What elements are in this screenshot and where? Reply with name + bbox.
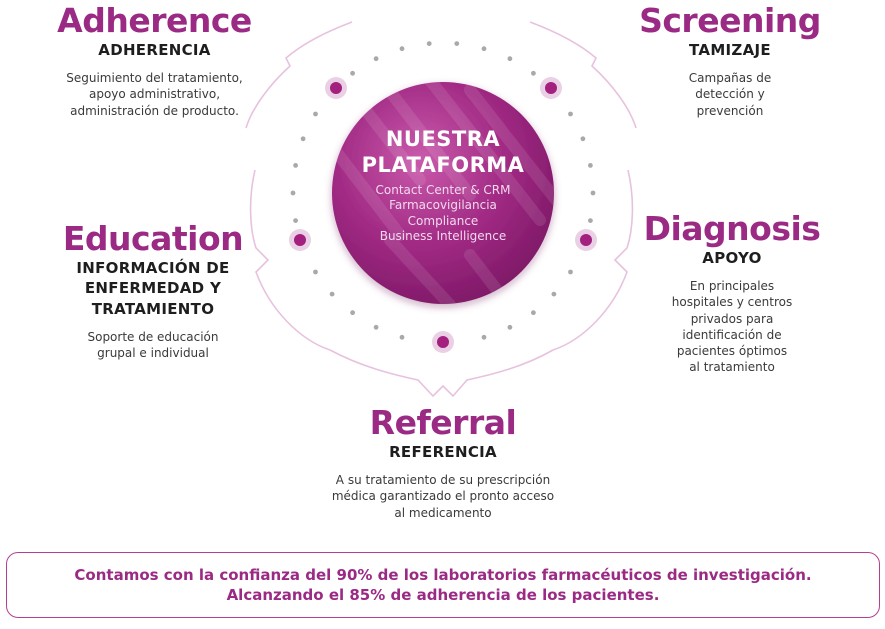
referral-subtitle: REFERENCIA [389, 443, 497, 461]
node-screening-icon [540, 77, 562, 99]
platform-item: Compliance [407, 213, 479, 228]
ring-dot [329, 291, 335, 297]
ring-dot [300, 136, 306, 142]
ring-dot [313, 111, 318, 117]
adherence-desc-line: administración de producto. [70, 103, 239, 118]
platform-item: Contact Center & CRM [375, 182, 511, 197]
ring-dot [531, 70, 536, 76]
node-diagnosis-icon [575, 229, 597, 251]
ring-dot [293, 163, 298, 168]
section-referral: Referral REFERENCIA A su tratamiento de … [303, 406, 583, 521]
platform-item: Business Intelligence [379, 229, 507, 244]
screening-desc-line: Campañas de [688, 71, 772, 86]
ring-dot [313, 269, 318, 275]
adherence-desc-line: Seguimiento del tratamiento, [66, 71, 243, 86]
diagnosis-desc-line: identificación de [682, 327, 782, 342]
ring-dot [551, 291, 557, 297]
ring-dot [373, 324, 379, 330]
referral-desc-line: A su tratamiento de su prescripción [335, 473, 551, 488]
platform-title-line2: PLATAFORMA [361, 153, 525, 178]
node-referral-icon [432, 331, 454, 353]
ring-dot [481, 46, 487, 52]
ring-dot [426, 41, 432, 46]
section-screening: Screening TAMIZAJE Campañas de detección… [625, 4, 835, 119]
education-desc-line: grupal e individual [97, 345, 209, 360]
ring-dot [350, 310, 355, 316]
footer-line: Contamos con la confianza del 90% de los… [74, 566, 812, 584]
education-subtitle-line: ENFERMEDAD Y [84, 279, 222, 298]
education-subtitle-line: TRATAMIENTO [91, 299, 215, 318]
ring-dot [590, 190, 596, 196]
diagnosis-desc-line: hospitales y centros [671, 295, 793, 310]
adherence-title: Adherence [57, 1, 252, 40]
referral-title: Referral [369, 403, 517, 442]
screening-title: Screening [639, 1, 821, 40]
platform-item: Farmacovigilancia [389, 198, 497, 213]
ring-dot [580, 136, 586, 142]
diagnosis-subtitle: APOYO [702, 249, 762, 267]
ring-dot [399, 46, 405, 52]
ring-dot [507, 324, 513, 330]
section-diagnosis: Diagnosis APOYO En principales hospitale… [632, 212, 832, 375]
ring-dot [568, 111, 573, 117]
diagnosis-title: Diagnosis [643, 209, 821, 248]
adherence-desc-line: apoyo administrativo, [88, 87, 221, 102]
ring-dot [481, 334, 487, 340]
platform-title-line1: NUESTRA [385, 127, 501, 151]
diagnosis-desc-line: pacientes óptimos [676, 344, 788, 358]
ring-dot [350, 70, 355, 76]
screening-desc-line: detección y [695, 87, 765, 102]
dotted-ring [290, 41, 596, 340]
diagnosis-desc-line: privados para [690, 311, 774, 326]
diagnosis-desc-line: al tratamiento [689, 360, 775, 375]
ring-dot [531, 310, 536, 316]
education-subtitle-line: INFORMACIÓN DE [76, 259, 230, 277]
section-adherence: Adherence ADHERENCIA Seguimiento del tra… [22, 4, 287, 119]
ring-dot [399, 334, 405, 340]
education-title: Education [62, 219, 244, 258]
ring-dot [588, 218, 593, 224]
ring-dot [373, 56, 379, 62]
screening-desc-line: prevención [696, 103, 764, 118]
outer-ring [245, 21, 637, 398]
ring-dot [290, 190, 296, 196]
ring-dot [568, 269, 573, 275]
adherence-subtitle: ADHERENCIA [98, 41, 211, 59]
referral-desc-line: al medicamento [394, 505, 492, 520]
ring-dot [454, 41, 460, 46]
ring-dot [293, 218, 298, 224]
platform-label: NUESTRA PLATAFORMA Contact Center & CRM … [333, 126, 553, 245]
footer-line: Alcanzando el 85% de adherencia de los p… [226, 586, 660, 605]
footer-banner: Contamos con la confianza del 90% de los… [6, 552, 880, 618]
platform-circle [332, 82, 554, 304]
section-education: Education INFORMACIÓN DE ENFERMEDAD Y TR… [42, 222, 264, 361]
screening-subtitle: TAMIZAJE [689, 41, 771, 59]
education-desc-line: Soporte de educación [87, 329, 219, 344]
node-adherence-icon [325, 77, 347, 99]
node-education-icon [289, 229, 311, 251]
ring-dot [588, 163, 593, 168]
ring-dot [507, 56, 513, 62]
referral-desc-line: médica garantizado el pronto acceso [331, 489, 555, 504]
diagnosis-desc-line: En principales [689, 279, 775, 294]
